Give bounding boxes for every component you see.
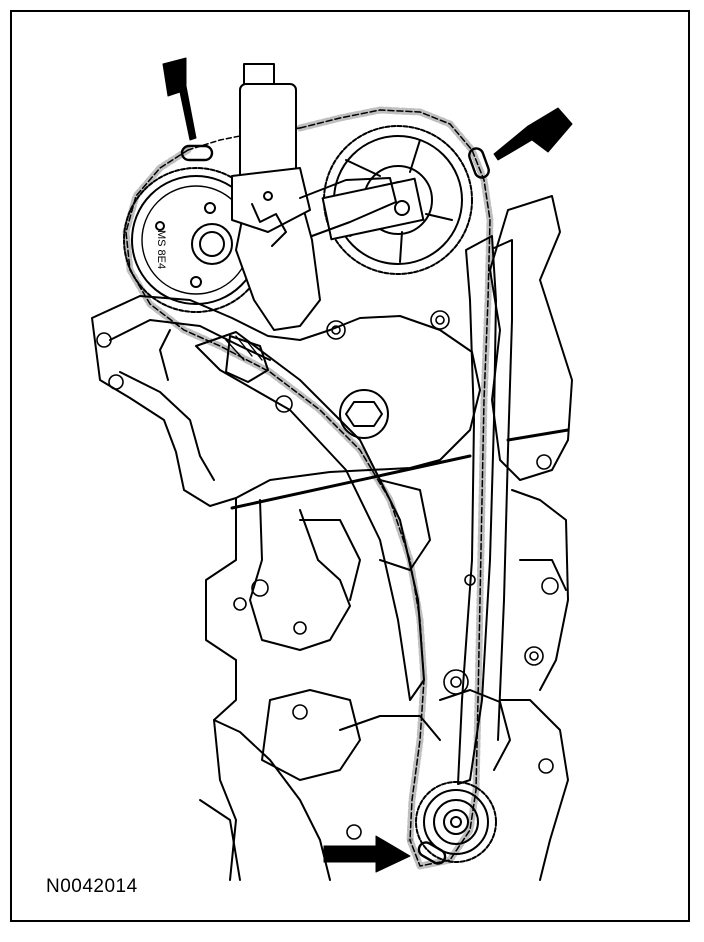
- arrow-crank-sprocket: [323, 835, 411, 873]
- colored-link-right-sprocket: [468, 147, 490, 179]
- crankshaft-sprocket: [415, 781, 497, 863]
- hex-bolt: [339, 389, 389, 439]
- sprocket-marking: MS 8E4: [155, 230, 167, 269]
- arrow-left-sprocket: [162, 57, 197, 141]
- engine-front-cover: [91, 195, 573, 881]
- cover-bolts: [96, 310, 559, 840]
- figure-id-label: N0042014: [46, 876, 138, 897]
- colored-link-left-sprocket: [180, 144, 214, 162]
- chain-guide-right: [457, 235, 513, 785]
- colored-link-crank-sprocket: [417, 841, 447, 865]
- chain-tensioner-arm: [195, 331, 425, 701]
- right-camshaft-sprocket: [321, 125, 473, 275]
- timing-chain: [122, 106, 494, 870]
- highlighted-chain-links: [180, 144, 490, 865]
- arrow-right-sprocket: [493, 107, 573, 161]
- camshaft-holding-tool: [225, 63, 397, 383]
- pointer-arrows: [162, 57, 573, 873]
